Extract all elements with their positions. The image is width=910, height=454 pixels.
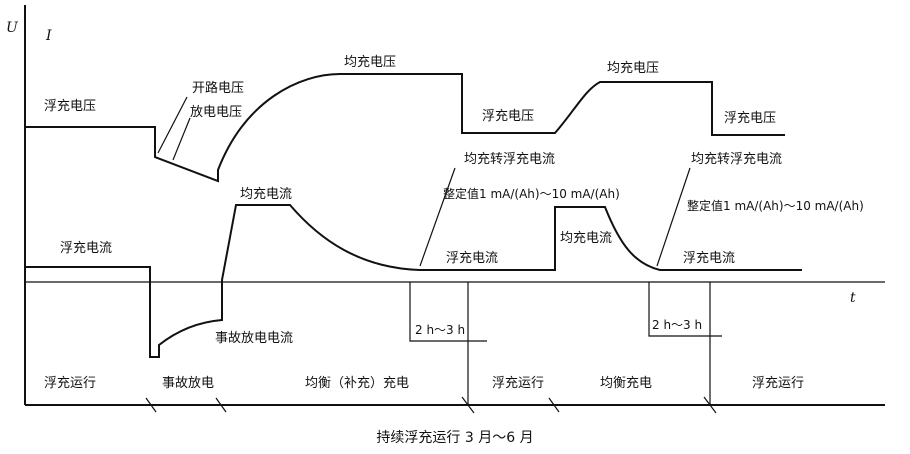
float-current-label-1: 浮充电流 bbox=[60, 240, 112, 256]
equalize-current-label-1: 均充电流 bbox=[240, 186, 292, 202]
duration-label-2: 2 h～3 h bbox=[652, 318, 702, 332]
equalize-current-label-2: 均充电流 bbox=[560, 230, 612, 246]
phase-tick-5 bbox=[548, 397, 560, 413]
float-voltage-label-1: 浮充电压 bbox=[44, 98, 96, 114]
duration-label-1: 2 h～3 h bbox=[415, 323, 465, 337]
setting-value-label-1: 整定值1 mA/(Ah)～10 mA/(Ah) bbox=[443, 186, 620, 201]
discharge-voltage-label: 放电电压 bbox=[190, 105, 242, 120]
setting-value-label-2: 整定值1 mA/(Ah)～10 mA/(Ah) bbox=[687, 198, 864, 213]
voltage-curve bbox=[25, 73, 785, 183]
phase-label-float-1: 浮充运行 bbox=[44, 375, 96, 391]
float-voltage-label-3: 浮充电压 bbox=[724, 110, 776, 126]
phase-tick-3 bbox=[145, 397, 157, 413]
phase-label-equalize: 均衡充电 bbox=[600, 375, 652, 391]
phase-tick-4 bbox=[215, 397, 227, 413]
duration-bracket-2 bbox=[648, 282, 722, 337]
phase-label-float-3: 浮充运行 bbox=[752, 375, 804, 391]
duration-bracket-1 bbox=[409, 282, 487, 342]
phase-label-equalize-supplement: 均衡（补充）充电 bbox=[305, 375, 409, 391]
equalize-voltage-label-1: 均充电压 bbox=[344, 54, 396, 70]
fault-discharge-current-label: 事故放电电流 bbox=[215, 331, 293, 346]
x-axis-label-t: t bbox=[850, 290, 856, 306]
phase-label-float-2: 浮充运行 bbox=[492, 375, 544, 391]
equalize-voltage-label-2: 均充电压 bbox=[607, 60, 659, 76]
current-curve bbox=[25, 204, 802, 358]
phase-tick-1 bbox=[461, 396, 475, 414]
switch-leader-1 bbox=[419, 167, 456, 267]
phase-tick-2 bbox=[703, 396, 717, 414]
float-current-label-3: 浮充电流 bbox=[683, 250, 735, 266]
switch-current-label-2: 均充转浮充电流 bbox=[691, 151, 782, 167]
discharge-voltage-leader bbox=[172, 117, 191, 161]
float-voltage-label-2: 浮充电压 bbox=[482, 108, 534, 124]
switch-leader-2 bbox=[656, 167, 691, 267]
float-current-label-2: 浮充电流 bbox=[446, 250, 498, 266]
open-circuit-leader bbox=[157, 96, 188, 154]
y-axis-label-i: I bbox=[45, 28, 52, 44]
open-circuit-voltage-label: 开路电压 bbox=[192, 80, 244, 96]
figure-caption: 持续浮充运行 3 月～6 月 bbox=[376, 429, 533, 446]
y-axis-label-u: U bbox=[6, 20, 19, 36]
switch-current-label-1: 均充转浮充电流 bbox=[464, 151, 555, 167]
phase-label-fault-discharge: 事故放电 bbox=[162, 376, 214, 391]
